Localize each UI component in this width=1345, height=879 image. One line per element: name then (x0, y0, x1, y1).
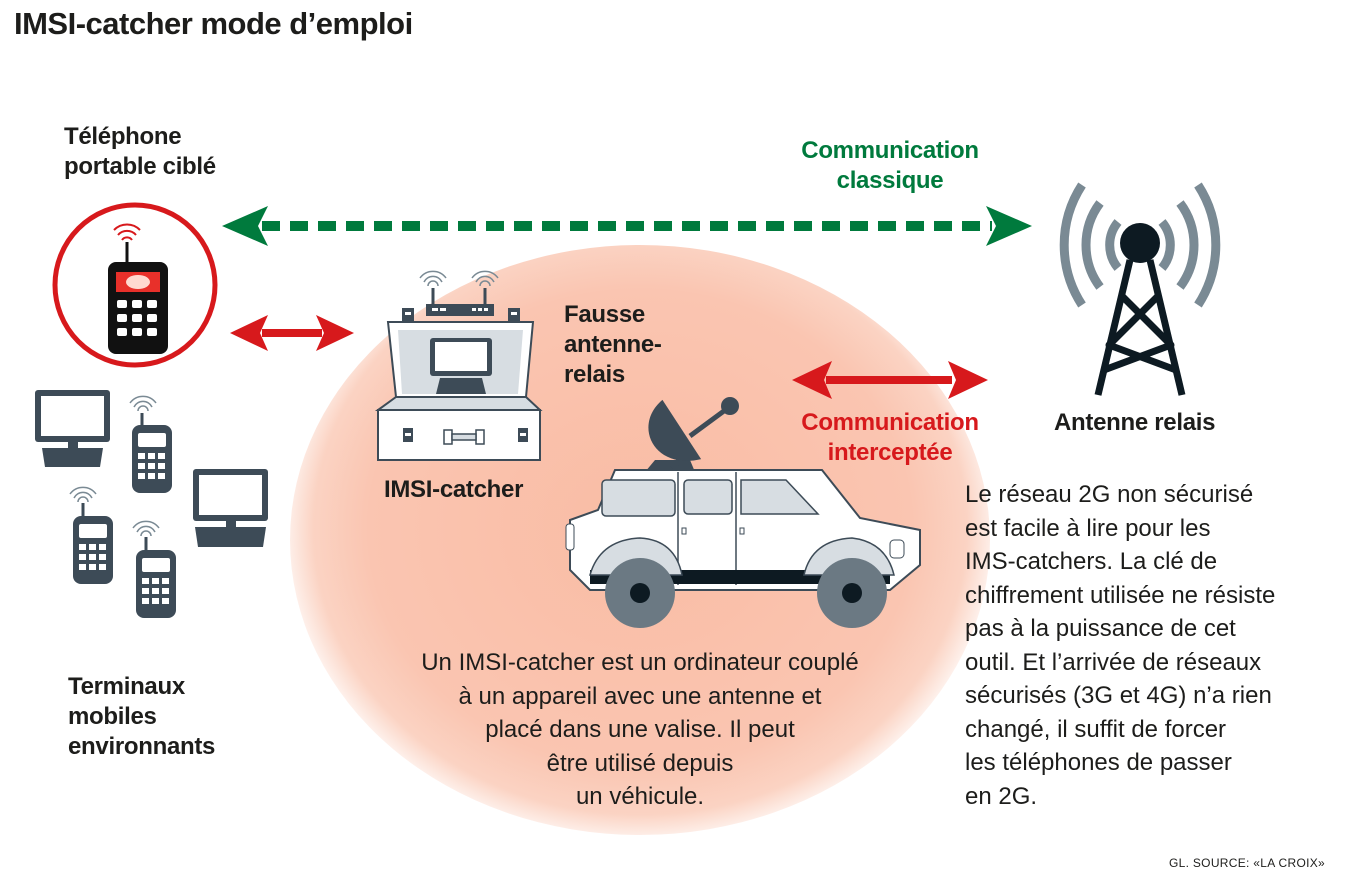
explanation-line: les téléphones de passer (965, 749, 1232, 776)
page-title: IMSI-catcher mode d’emploi (14, 6, 413, 41)
imsi-catcher-label: IMSI-catcher (384, 476, 524, 503)
intercepted-communication-label: Communication interceptée (780, 408, 1000, 468)
source-credit: GL. SOURCE: «LA CROIX» (1169, 856, 1325, 870)
red-arrow-phone-to-catcher (230, 315, 354, 351)
network-explanation: Le réseau 2G non sécurisé est facile à l… (965, 478, 1335, 813)
description-line: placé dans une valise. Il peut (485, 716, 795, 743)
fake-antenna-label: Fausse antenne- relais (564, 300, 662, 390)
green-dashed-arrow (222, 206, 1032, 246)
explanation-line: en 2G. (965, 782, 1038, 810)
description-line: à un appareil avec une antenne et (458, 682, 822, 710)
description-line: un véhicule. (575, 783, 705, 810)
explanation-line: est facile à lire pour les (965, 514, 1211, 542)
intercepted-communication-line: Communication (801, 409, 979, 436)
surrounding-terminals-label: Terminaux mobiles environnants (68, 672, 215, 762)
suv-vehicle-icon (565, 397, 921, 628)
suitcase-computer-icon (374, 270, 543, 461)
target-phone-label-line: portable ciblé (64, 153, 216, 180)
intercepted-communication-line: interceptée (827, 439, 953, 466)
explanation-line: changé, il suffit de forcer (965, 715, 1227, 743)
phones-and-computers-icon (35, 390, 268, 618)
red-arrow-intercepted (792, 361, 988, 399)
computer-icon (35, 390, 110, 467)
mobile-phone-icon (73, 503, 113, 584)
explanation-line: sécurisés (3G et 4G) n’a rien (965, 682, 1272, 709)
explanation-line: pas à la puissance de cet (965, 615, 1236, 642)
target-phone-label-line: Téléphone (64, 123, 182, 150)
computer-icon (193, 469, 268, 547)
imsi-catcher-description: Un IMSI-catcher est un ordinateur couplé… (350, 646, 930, 814)
fake-antenna-line: antenne- (564, 331, 662, 358)
classic-communication-line: Communication (801, 137, 979, 164)
description-line: Un IMSI-catcher est un ordinateur couplé (421, 649, 859, 676)
terminals-label-line: mobiles (68, 703, 157, 730)
classic-communication-line: classique (836, 167, 944, 194)
mobile-phone-icon (132, 413, 172, 493)
explanation-line: outil. Et l’arrivée de réseaux (965, 648, 1262, 676)
explanation-line: IMS-catchers. La clé de (965, 548, 1218, 575)
target-phone-label: Téléphone portable ciblé (64, 122, 216, 182)
satellite-dish-icon (645, 397, 739, 472)
fake-antenna-line: Fausse (564, 301, 645, 328)
mobile-phone-icon (136, 537, 176, 618)
cell-tower-icon (1059, 182, 1221, 396)
terminals-label-line: environnants (68, 733, 216, 760)
relay-antenna-label: Antenne relais (1054, 409, 1216, 436)
classic-communication-label: Communication classique (780, 136, 1000, 196)
terminals-label-line: Terminaux (68, 673, 185, 700)
description-line: être utilisé depuis (546, 749, 734, 777)
explanation-line: chiffrement utilisée ne résiste (965, 581, 1276, 609)
mobile-phone-icon (52, 202, 218, 368)
fake-antenna-line: relais (564, 361, 625, 388)
explanation-line: Le réseau 2G non sécurisé (965, 481, 1254, 508)
